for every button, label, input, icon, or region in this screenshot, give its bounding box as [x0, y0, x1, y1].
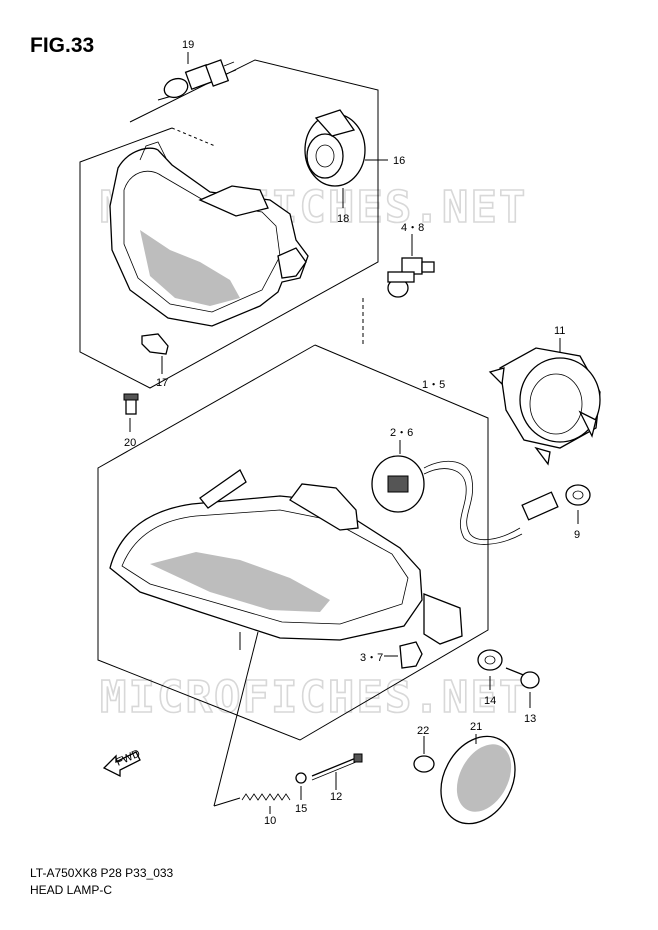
spring-10: [213, 631, 291, 814]
callout-16: 16: [393, 155, 405, 167]
bulb-4-8: [387, 234, 435, 298]
callout-18: 18: [337, 213, 349, 225]
headlamp-housing-upper: [109, 141, 309, 327]
callout-21: 21: [470, 721, 482, 733]
callout-17: 17: [156, 377, 168, 389]
callout-1-5: 1・5: [422, 379, 445, 391]
callout-2-6: 2・6: [390, 427, 413, 439]
callout-4-8: 4・8: [401, 222, 424, 234]
washer-15: [295, 772, 307, 800]
upper-assembly-frame: [79, 59, 379, 389]
screw-20: [123, 393, 139, 432]
lower-assembly-frame: [97, 298, 489, 741]
socket-harness-2-6: [371, 440, 559, 545]
nut-14: [477, 649, 503, 690]
callout-9: 9: [574, 529, 580, 541]
model-code: LT-A750XK8 P28 P33_033: [30, 866, 174, 880]
reflector-21: [440, 734, 516, 825]
callout-11: 11: [554, 325, 565, 337]
callout-12: 12: [330, 791, 342, 803]
callout-3-7: 3・7: [360, 652, 383, 664]
grommet-9: [565, 484, 591, 524]
fwd-arrow-icon: FWD: [102, 748, 142, 778]
section-name: HEAD LAMP-C: [30, 883, 113, 897]
bolt-12: [311, 753, 363, 790]
callout-13: 13: [524, 713, 536, 725]
cover-11: [488, 338, 601, 466]
bracket-3-7: [384, 641, 423, 669]
callout-19: 19: [182, 39, 194, 51]
nut-22: [413, 736, 435, 773]
bulb-19: [157, 52, 237, 101]
callout-10: 10: [264, 815, 276, 827]
headlamp-housing-lower: [109, 469, 463, 650]
figure-title: FIG.33: [30, 34, 95, 57]
watermark-bottom: MICROFICHES.NET: [100, 672, 527, 723]
socket-16: [304, 109, 388, 208]
callout-14: 14: [484, 695, 496, 707]
screw-13: [505, 667, 540, 708]
clip-17: [141, 333, 169, 374]
callout-20: 20: [124, 437, 136, 449]
callout-22: 22: [417, 725, 429, 737]
callout-15: 15: [295, 803, 307, 815]
